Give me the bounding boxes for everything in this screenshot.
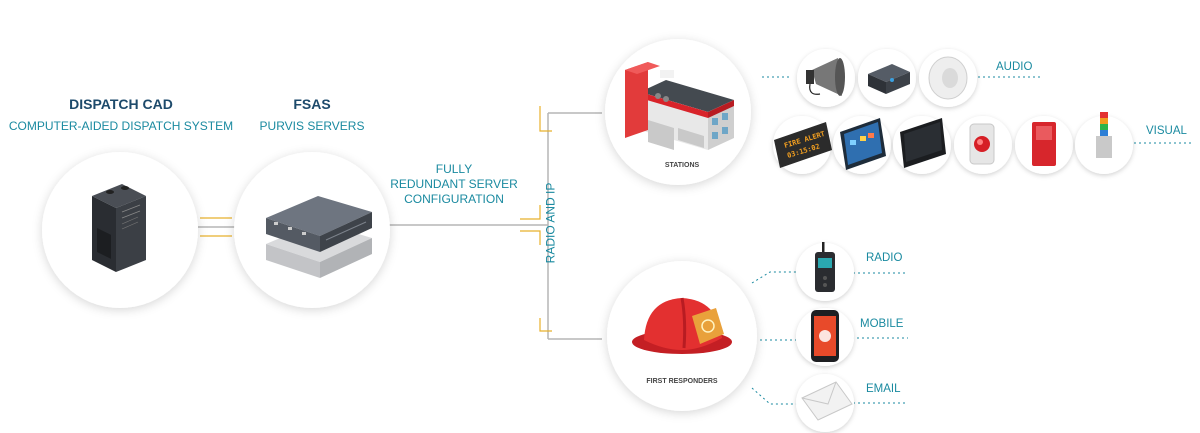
dispatch-cad-subtitle: COMPUTER-AIDED DISPATCH SYSTEM: [8, 119, 234, 133]
radio-and-ip-label: RADIO AND IP: [543, 182, 558, 264]
redundancy-label-line2: REDUNDANT SERVER: [390, 177, 518, 191]
responder-devices: [796, 242, 854, 432]
two-way-radio-device: [796, 242, 854, 301]
monitor-device: [893, 116, 951, 174]
stack-light-device: [1075, 112, 1133, 174]
redundancy-label-line1: FULLY: [435, 162, 473, 176]
stations-node: [605, 39, 751, 185]
cad-server-tower-icon: [92, 184, 146, 272]
accent-bracket: [539, 106, 552, 132]
alarm-panel-device: [1015, 116, 1073, 174]
dotted-connector: [751, 387, 797, 405]
dispatch-cad-node: [42, 152, 198, 308]
led-sign-device: FIRE ALERT 03:15:02: [773, 116, 832, 174]
accent-bracket: [520, 230, 541, 245]
strobe-light-device: [954, 116, 1012, 174]
ceiling-speaker-device: [919, 49, 977, 107]
visual-devices: FIRE ALERT 03:15:02: [773, 112, 1133, 174]
dotted-connector: [751, 271, 797, 284]
fire-helmet-icon: [632, 297, 732, 354]
mobile-label: MOBILE: [860, 318, 904, 330]
fire-station-icon: [625, 62, 734, 150]
accent-bracket: [539, 318, 552, 332]
touchscreen-display-device: [833, 116, 891, 174]
accent-bracket: [520, 205, 541, 220]
email-label: EMAIL: [866, 383, 901, 395]
redundancy-label-line3: CONFIGURATION: [404, 192, 504, 206]
visual-label: VISUAL: [1146, 125, 1187, 137]
fsas-node: [234, 152, 390, 308]
amplifier-device: [858, 49, 916, 107]
audio-devices: [797, 49, 977, 107]
audio-label: AUDIO: [996, 61, 1033, 73]
dispatch-cad-title: DISPATCH CAD: [69, 96, 173, 112]
first-responders-node: [607, 261, 757, 411]
connection-lines: [198, 76, 1192, 405]
fsas-subtitle: PURVIS SERVERS: [259, 119, 365, 133]
fsas-title: FSAS: [293, 96, 331, 112]
stations-label: STATIONS: [664, 162, 700, 169]
first-responders-label: FIRST RESPONDERS: [646, 378, 718, 385]
fsas-server-rack-icon: [266, 196, 372, 278]
radio-label: RADIO: [866, 252, 903, 264]
smartphone-device: [796, 308, 854, 366]
email-envelope-device: [796, 374, 854, 432]
horn-speaker-device: [797, 49, 855, 107]
